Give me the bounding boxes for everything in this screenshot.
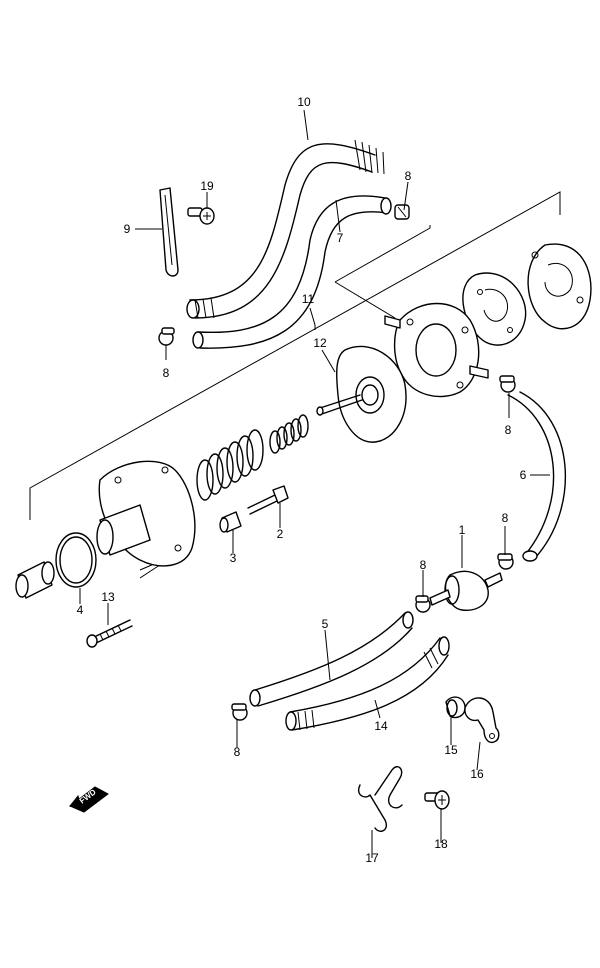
bushing-15 xyxy=(445,696,466,719)
callout-8-top: 8 xyxy=(405,169,412,183)
callout-8-right: 8 xyxy=(505,423,512,437)
callout-11: 11 xyxy=(302,292,315,306)
callout-8-left: 8 xyxy=(163,366,170,380)
callout-3: 3 xyxy=(230,551,237,565)
hose-10 xyxy=(186,139,385,319)
screw-18 xyxy=(424,790,450,810)
clamp-8-left xyxy=(158,327,175,346)
callout-17: 17 xyxy=(365,851,379,865)
callout-15: 15 xyxy=(444,743,458,757)
bushing-3 xyxy=(219,511,242,533)
callout-13: 13 xyxy=(101,590,115,604)
callout-2: 2 xyxy=(277,527,284,541)
hose-6 xyxy=(507,391,567,562)
screw-19 xyxy=(187,207,215,225)
clamp-8-right xyxy=(499,375,516,393)
diaphragm-12 xyxy=(316,345,407,443)
callout-7: 7 xyxy=(337,231,344,245)
plunger xyxy=(15,561,55,599)
callout-8-bottom: 8 xyxy=(234,745,241,759)
o-ring-4 xyxy=(55,532,97,588)
callout-6: 6 xyxy=(520,468,527,482)
callout-10: 10 xyxy=(297,95,311,109)
fwd-arrow-icon: FWD xyxy=(69,786,109,813)
callout-9: 9 xyxy=(124,222,131,236)
callout-12: 12 xyxy=(313,336,327,350)
spring-small xyxy=(269,414,309,454)
gasket-ring xyxy=(462,272,527,346)
leader-lines xyxy=(79,109,550,858)
clamp-16 xyxy=(464,697,500,744)
clamp-8-pump xyxy=(415,595,431,613)
pump-cover xyxy=(96,460,196,567)
clamp-8-mid xyxy=(497,553,514,570)
callout-5: 5 xyxy=(322,617,329,631)
fuel-filter-1 xyxy=(429,570,503,611)
pump-housing xyxy=(384,302,489,398)
hose-7 xyxy=(192,195,392,349)
hose-14 xyxy=(285,636,450,731)
gasket-plate xyxy=(527,243,592,330)
callout-14: 14 xyxy=(374,719,388,733)
clip-17 xyxy=(358,766,403,832)
callout-19: 19 xyxy=(200,179,214,193)
callout-4: 4 xyxy=(77,603,84,617)
callout-8-pump: 8 xyxy=(420,558,427,572)
spring-large xyxy=(196,429,264,501)
callout-8-mid: 8 xyxy=(502,511,509,525)
strap-9 xyxy=(159,187,179,277)
callout-16: 16 xyxy=(470,767,484,781)
bolt-13 xyxy=(86,619,133,648)
hose-5 xyxy=(249,611,414,707)
bolt-2 xyxy=(247,485,289,515)
clamp-8-bottom xyxy=(231,703,248,721)
callout-18: 18 xyxy=(434,837,448,851)
callout-1: 1 xyxy=(459,523,466,537)
clamp-8-top xyxy=(394,204,410,220)
callout-labels: 10 19 8 7 9 11 12 8 8 6 2 3 1 8 8 4 13 5… xyxy=(77,95,527,865)
